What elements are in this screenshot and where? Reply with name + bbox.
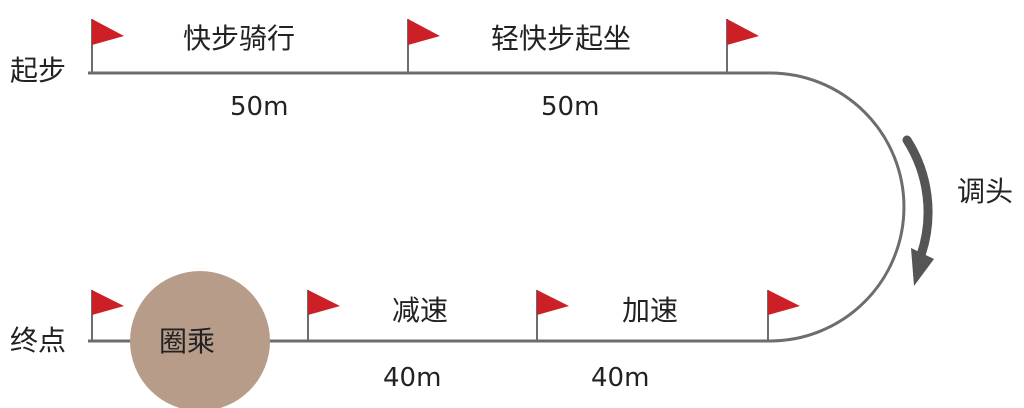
flag-bottom-3 (536, 290, 569, 341)
distance-bottom-2: 40m (591, 363, 649, 393)
distance-top-2: 50m (541, 92, 599, 122)
segment-label-rising-trot: 轻快步起坐 (491, 22, 631, 55)
flag-top-3 (726, 19, 759, 73)
circle-ride-marker (130, 271, 270, 408)
start-label: 起步 (10, 54, 66, 87)
finish-label: 终点 (10, 324, 66, 357)
flag-bottom-4 (767, 290, 800, 341)
flag-bottom-2 (307, 290, 340, 341)
turn-label: 调头 (957, 175, 1013, 208)
track-path (88, 71, 906, 343)
segment-label-decelerate: 减速 (392, 294, 448, 327)
flag-top-1 (91, 19, 124, 73)
turn-arrow (902, 135, 934, 286)
flag-top-2 (407, 19, 440, 73)
segment-label-trot: 快步骑行 (183, 22, 295, 55)
circle-ride-label: 圈乘 (159, 325, 215, 358)
segment-label-accelerate: 加速 (622, 294, 678, 327)
distance-top-1: 50m (230, 92, 288, 122)
flag-bottom-1 (91, 290, 124, 341)
distance-bottom-1: 40m (383, 363, 441, 393)
